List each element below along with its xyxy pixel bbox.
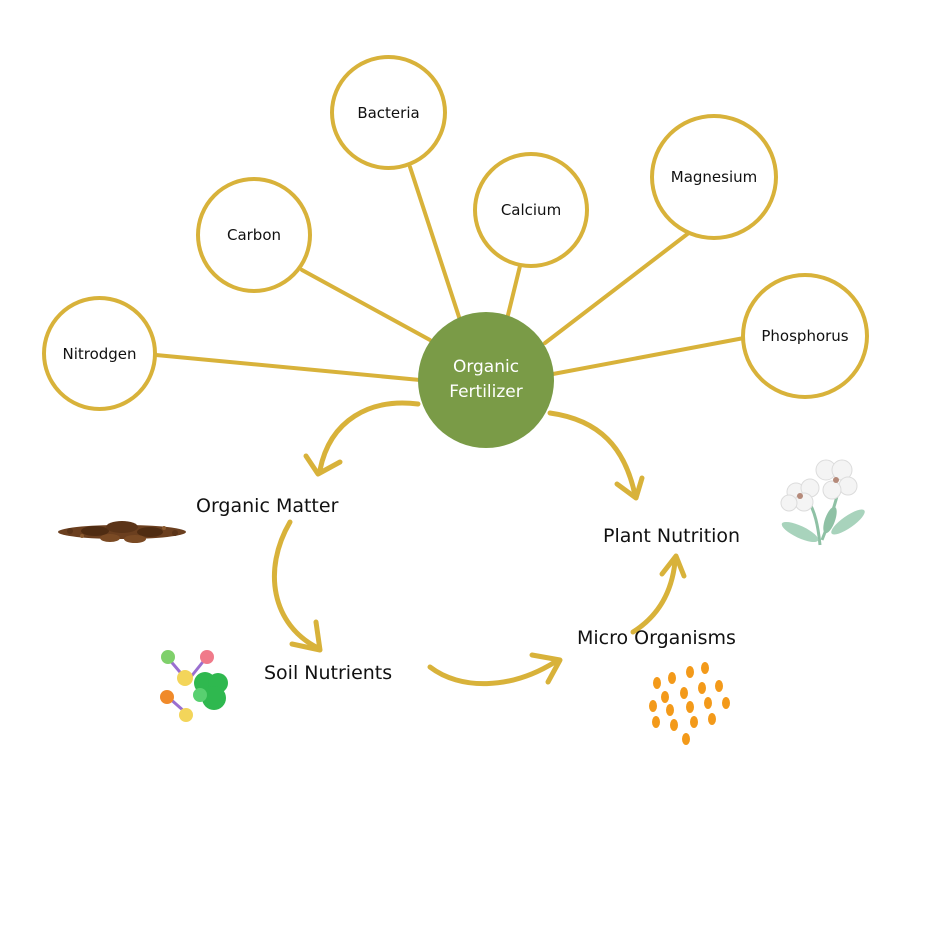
node-nitrogen-label: Nitrodgen xyxy=(62,344,137,363)
node-bacteria-label: Bacteria xyxy=(357,103,420,122)
arrowhead-plant-nutrition xyxy=(614,475,645,501)
node-nitrogen: Nitrodgen xyxy=(42,296,157,411)
arrow-to-micro-organisms xyxy=(427,659,558,687)
node-calcium-label: Calcium xyxy=(500,201,562,219)
node-calcium: Calcium xyxy=(473,152,589,268)
soil-pile-icon xyxy=(58,521,186,543)
arrowhead-soil-nutrients xyxy=(289,619,323,653)
connector-phosphorus xyxy=(551,336,746,376)
node-magnesium: Magnesium xyxy=(650,114,778,240)
arrowhead-organic-matter xyxy=(303,453,343,477)
node-phosphorus-label: Phosphorus xyxy=(761,327,849,345)
arrow-to-soil-nutrients xyxy=(271,519,321,651)
label-plant-nutrition: Plant Nutrition xyxy=(603,525,741,547)
connector-calcium xyxy=(506,264,522,317)
flower-icon xyxy=(780,459,865,546)
connector-magnesium xyxy=(543,230,692,345)
arrow-to-plant-nutrition xyxy=(547,410,638,498)
center-node: Organic Fertilizer xyxy=(418,312,554,448)
node-magnesium-label: Magnesium xyxy=(670,168,758,186)
node-carbon-label: Carbon xyxy=(226,226,282,244)
arrow-to-organic-matter xyxy=(317,400,421,473)
center-label-line1: Organic xyxy=(452,357,520,377)
node-phosphorus: Phosphorus xyxy=(741,273,869,399)
label-micro-organisms: Micro Organisms xyxy=(577,627,736,649)
node-carbon: Carbon xyxy=(196,177,312,293)
connector-bacteria xyxy=(408,165,462,322)
arrow-to-plant-nutrition-from-micro xyxy=(630,559,678,635)
microbes-icon xyxy=(649,662,730,745)
molecule-icon xyxy=(160,650,228,722)
connector-carbon xyxy=(300,268,432,342)
center-label-line2: Fertilizer xyxy=(449,382,523,402)
label-organic-matter: Organic Matter xyxy=(196,495,339,517)
node-bacteria: Bacteria xyxy=(330,55,447,170)
label-soil-nutrients: Soil Nutrients xyxy=(264,662,393,684)
connector-nitrogen xyxy=(154,353,422,382)
arrowhead-micro-organisms xyxy=(529,652,563,685)
arrowhead-plant-nutrition-up xyxy=(659,553,687,579)
